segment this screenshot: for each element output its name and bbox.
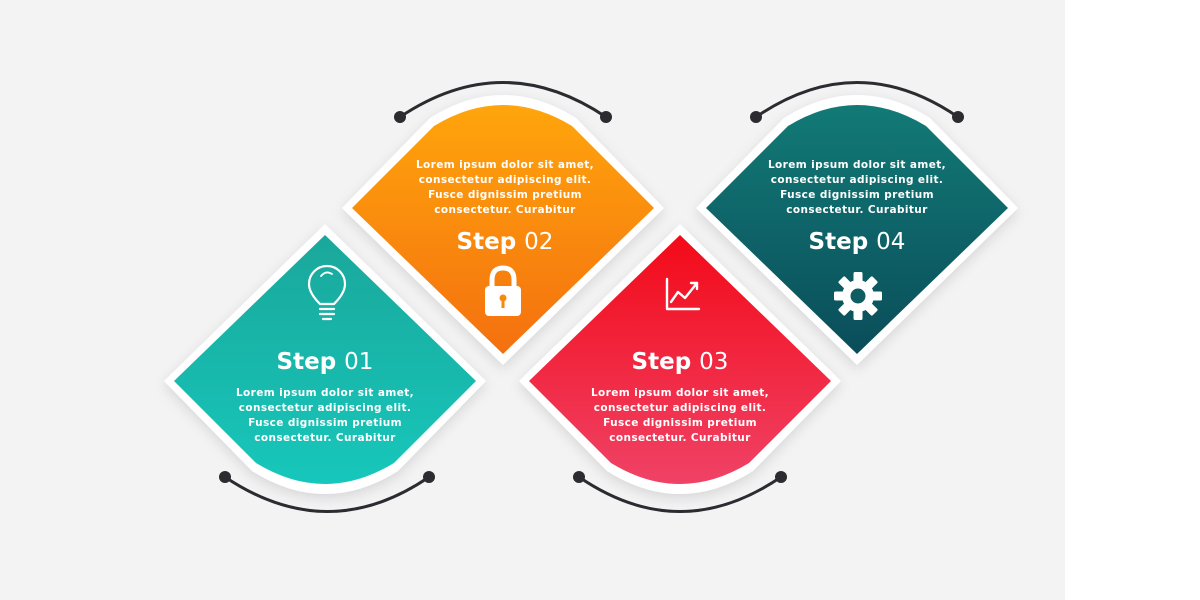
step-01-description-line: Fusce dignissim pretium [248,417,402,429]
step-03-title-number: 03 [699,349,728,375]
step-04-description-line: Fusce dignissim pretium [780,189,934,201]
step-04-description-line: consectetur adipiscing elit. [771,174,944,186]
step-02-description-line: consectetur adipiscing elit. [419,174,592,186]
step-04-tile: Lorem ipsum dolor sit amet, consectetur … [696,95,1018,365]
step-01-description-line: Lorem ipsum dolor sit amet, [236,387,414,399]
step-04-title-number: 04 [876,229,905,255]
step-01-title-number: 01 [344,349,373,375]
step-02-title-number: 02 [524,229,553,255]
step-02-description-line: Fusce dignissim pretium [428,189,582,201]
step-04-description-line: consectetur. Curabitur [786,204,928,216]
step-02-tile: Lorem ipsum dolor sit amet, consectetur … [342,95,664,365]
step-04-title: Step 04 [809,229,906,255]
step-03-tile: Step 03 Lorem ipsum dolor sit amet, cons… [519,224,841,494]
connector-arc-step-02 [394,81,612,123]
step-03-description-line: Lorem ipsum dolor sit amet, [591,387,769,399]
step-02-description-line: consectetur. Curabitur [434,204,576,216]
step-02-title: Step 02 [457,229,554,255]
step-01-description-line: consectetur. Curabitur [254,432,396,444]
step-03-description-line: Fusce dignissim pretium [603,417,757,429]
step-02-title-label: Step [457,229,517,255]
step-03-title-label: Step [632,349,692,375]
padlock-icon [485,265,521,316]
step-04-description-line: Lorem ipsum dolor sit amet, [768,159,946,171]
step-01-title: Step 01 [277,349,374,375]
step-02-description-line: Lorem ipsum dolor sit amet, [416,159,594,171]
step-01-title-label: Step [277,349,337,375]
connector-arc-step-04 [750,81,964,123]
step-04-title-label: Step [809,229,869,255]
step-01-description-line: consectetur adipiscing elit. [239,402,412,414]
step-01-tile: Step 01 Lorem ipsum dolor sit amet, cons… [164,224,486,494]
step-03-description-line: consectetur. Curabitur [609,432,751,444]
growth-chart-icon [665,277,701,311]
connector-arc-step-03 [573,471,787,513]
lightbulb-icon [307,264,347,321]
gear-icon [834,272,882,320]
side-panel [1065,0,1200,600]
step-03-title: Step 03 [632,349,729,375]
step-03-description-line: consectetur adipiscing elit. [594,402,767,414]
connector-arc-step-01 [219,471,435,513]
